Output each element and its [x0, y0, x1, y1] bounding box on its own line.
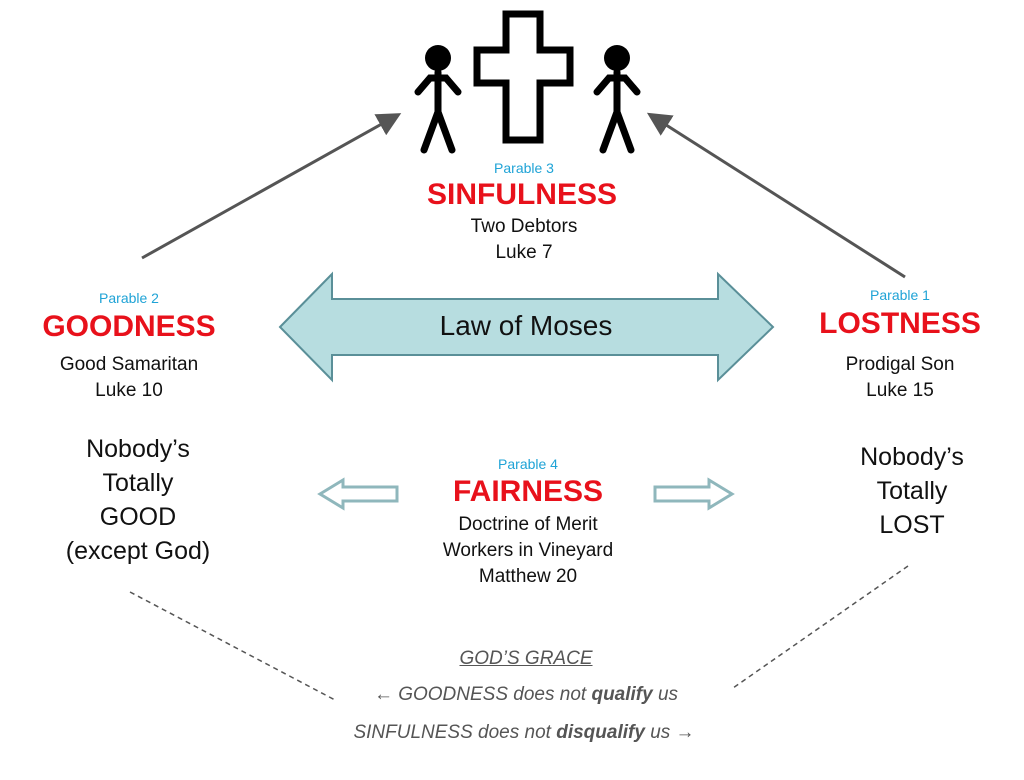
- note-line: Totally: [102, 469, 174, 497]
- detail-line: Doctrine of Merit: [458, 514, 598, 535]
- fairness-details: Doctrine of Merit Workers in Vineyard Ma…: [443, 512, 613, 590]
- note-line: Nobody’s: [860, 443, 964, 471]
- lostness-title: LOSTNESS: [819, 307, 981, 340]
- stick-figure-left-icon: [414, 45, 462, 154]
- parable-4-label: Parable 4: [498, 456, 558, 472]
- note-line: (except God): [65, 537, 211, 565]
- arrow-right-to-top: [646, 112, 906, 279]
- detail-line: Matthew 20: [478, 566, 578, 587]
- lostness-note: Nobody’s Totally LOST: [860, 440, 964, 542]
- arrow-left-to-top: [141, 113, 402, 260]
- hollow-arrow-left-icon: [317, 477, 399, 511]
- gods-grace-heading: GOD’S GRACE: [459, 648, 593, 669]
- parable-1-label: Parable 1: [870, 287, 930, 303]
- detail-line: Luke 10: [95, 380, 163, 401]
- goodness-details: Good Samaritan Luke 10: [60, 352, 198, 404]
- text: us →: [644, 722, 695, 743]
- text: SINFULNESS does not: [353, 722, 557, 743]
- dashed-line-left: [129, 591, 336, 701]
- detail-line: Prodigal Son: [845, 354, 955, 375]
- lostness-details: Prodigal Son Luke 15: [846, 352, 955, 404]
- stick-figure-right-icon: [593, 45, 641, 154]
- hollow-arrow-right-icon: [653, 477, 735, 511]
- note-line: Totally: [876, 477, 948, 505]
- fairness-title: FAIRNESS: [452, 475, 604, 508]
- goodness-title: GOODNESS: [42, 310, 216, 343]
- grace-line-2: SINFULNESS does not disqualify us →: [353, 722, 694, 744]
- grace-line-1: ← GOODNESS does not qualify us: [374, 684, 678, 706]
- text: ← GOODNESS does not: [373, 684, 592, 705]
- sinfulness-details: Two Debtors Luke 7: [471, 214, 578, 266]
- note-line: Nobody’s: [86, 435, 190, 463]
- text-bold: disqualify: [556, 722, 645, 743]
- detail-line: Luke 15: [866, 380, 934, 401]
- goodness-note: Nobody’s Totally GOOD (except God): [66, 432, 211, 568]
- note-line: GOOD: [99, 503, 177, 531]
- detail-line: Good Samaritan: [59, 354, 199, 375]
- note-line: LOST: [879, 511, 945, 539]
- text-bold: qualify: [591, 684, 653, 705]
- double-arrow-shape: [278, 271, 775, 383]
- detail-line: Luke 7: [495, 242, 553, 263]
- dashed-line-right: [732, 565, 909, 689]
- sinfulness-title: SINFULNESS: [426, 178, 618, 211]
- parable-3-label: Parable 3: [494, 160, 554, 176]
- law-of-moses-label: Law of Moses: [439, 310, 613, 341]
- detail-line: Workers in Vineyard: [442, 540, 614, 561]
- parable-2-label: Parable 2: [99, 290, 159, 306]
- text: us: [652, 684, 679, 705]
- cross-icon: [473, 10, 574, 144]
- detail-line: Two Debtors: [470, 216, 578, 237]
